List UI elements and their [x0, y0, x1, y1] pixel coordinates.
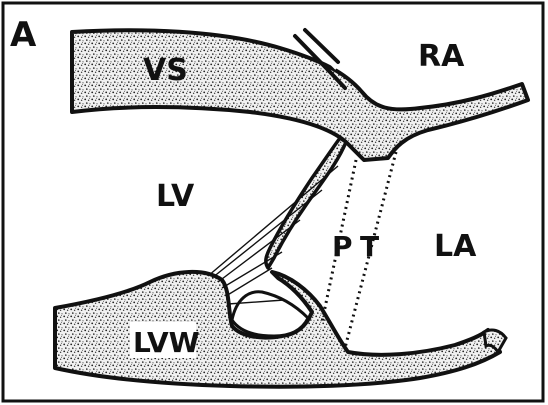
label-t: T: [360, 230, 379, 263]
label-la: LA: [434, 229, 477, 264]
panel-label: A: [10, 15, 37, 55]
label-lv: LV: [156, 179, 195, 214]
label-vs: VS: [143, 53, 188, 88]
posterior-leaflet-pocket: [232, 292, 308, 336]
label-p: P: [332, 230, 353, 263]
label-lvw: LVW: [133, 326, 200, 359]
label-ra: RA: [418, 39, 465, 74]
